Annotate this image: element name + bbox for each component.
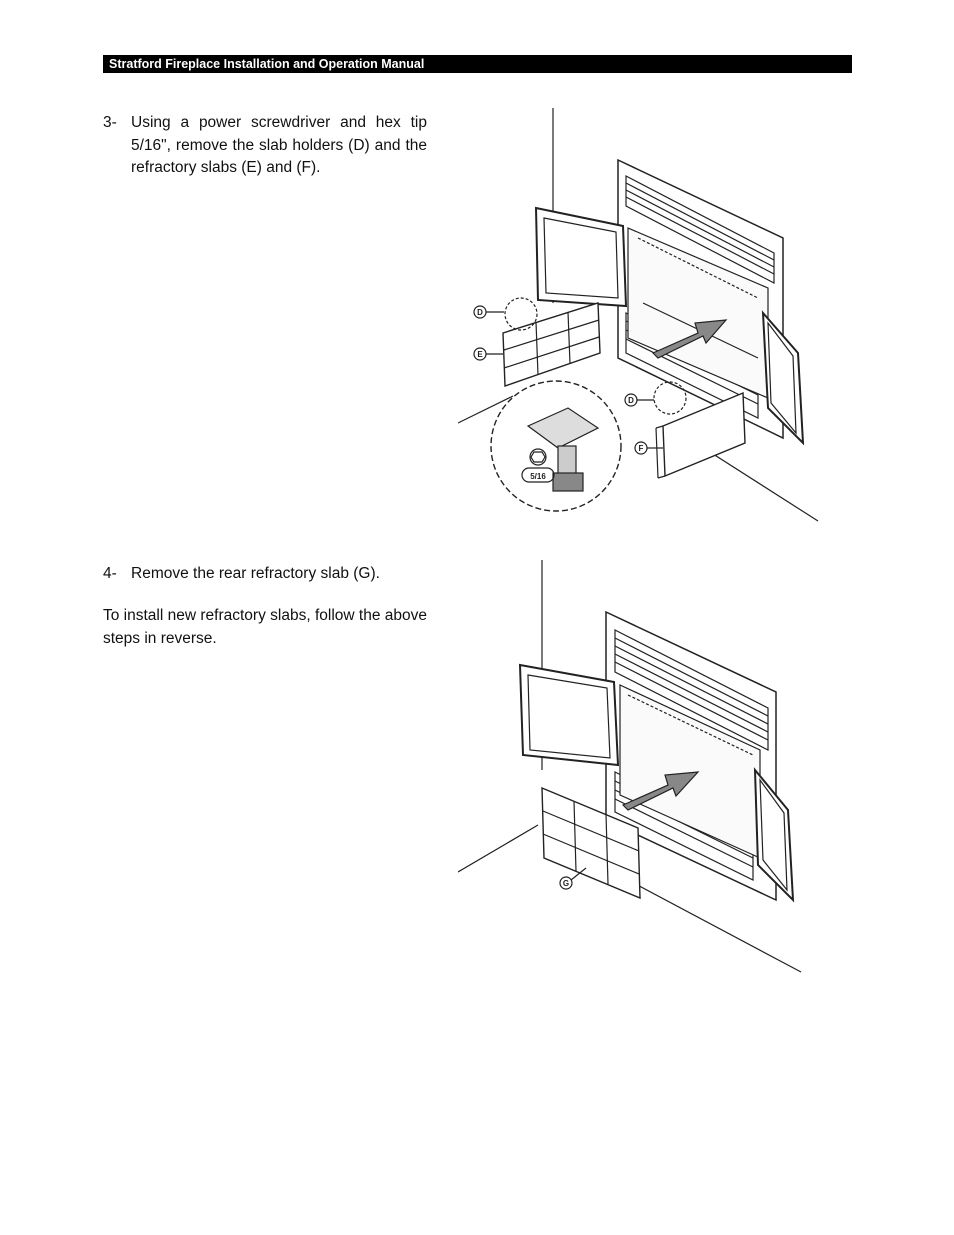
svg-text:D: D [628,396,634,405]
callout-d-right: D [624,393,654,407]
callout-g: G [559,867,587,890]
page-header: Stratford Fireplace Installation and Ope… [103,55,852,73]
step-number: 3- [103,114,117,131]
step-number: 4- [103,565,117,582]
svg-text:F: F [639,444,644,453]
hex-tip-size-label: 5/16 [530,472,546,481]
step-text: Using a power screwdriver and hex tip 5/… [131,114,427,176]
svg-text:D: D [477,308,483,317]
svg-text:G: G [563,879,569,888]
callout-e: E [473,347,503,361]
power-screwdriver-icon [526,407,600,492]
reverse-install-note: To install new refractory slabs, follow … [103,607,427,647]
callout-d-top: D [473,305,504,319]
callout-f: F [634,441,663,455]
svg-text:E: E [477,350,483,359]
figure-remove-side-slabs: D E D F 5/16 [458,108,819,522]
figure-remove-rear-slab: G [458,560,802,973]
step-text: Remove the rear refractory slab (G). [131,565,380,582]
